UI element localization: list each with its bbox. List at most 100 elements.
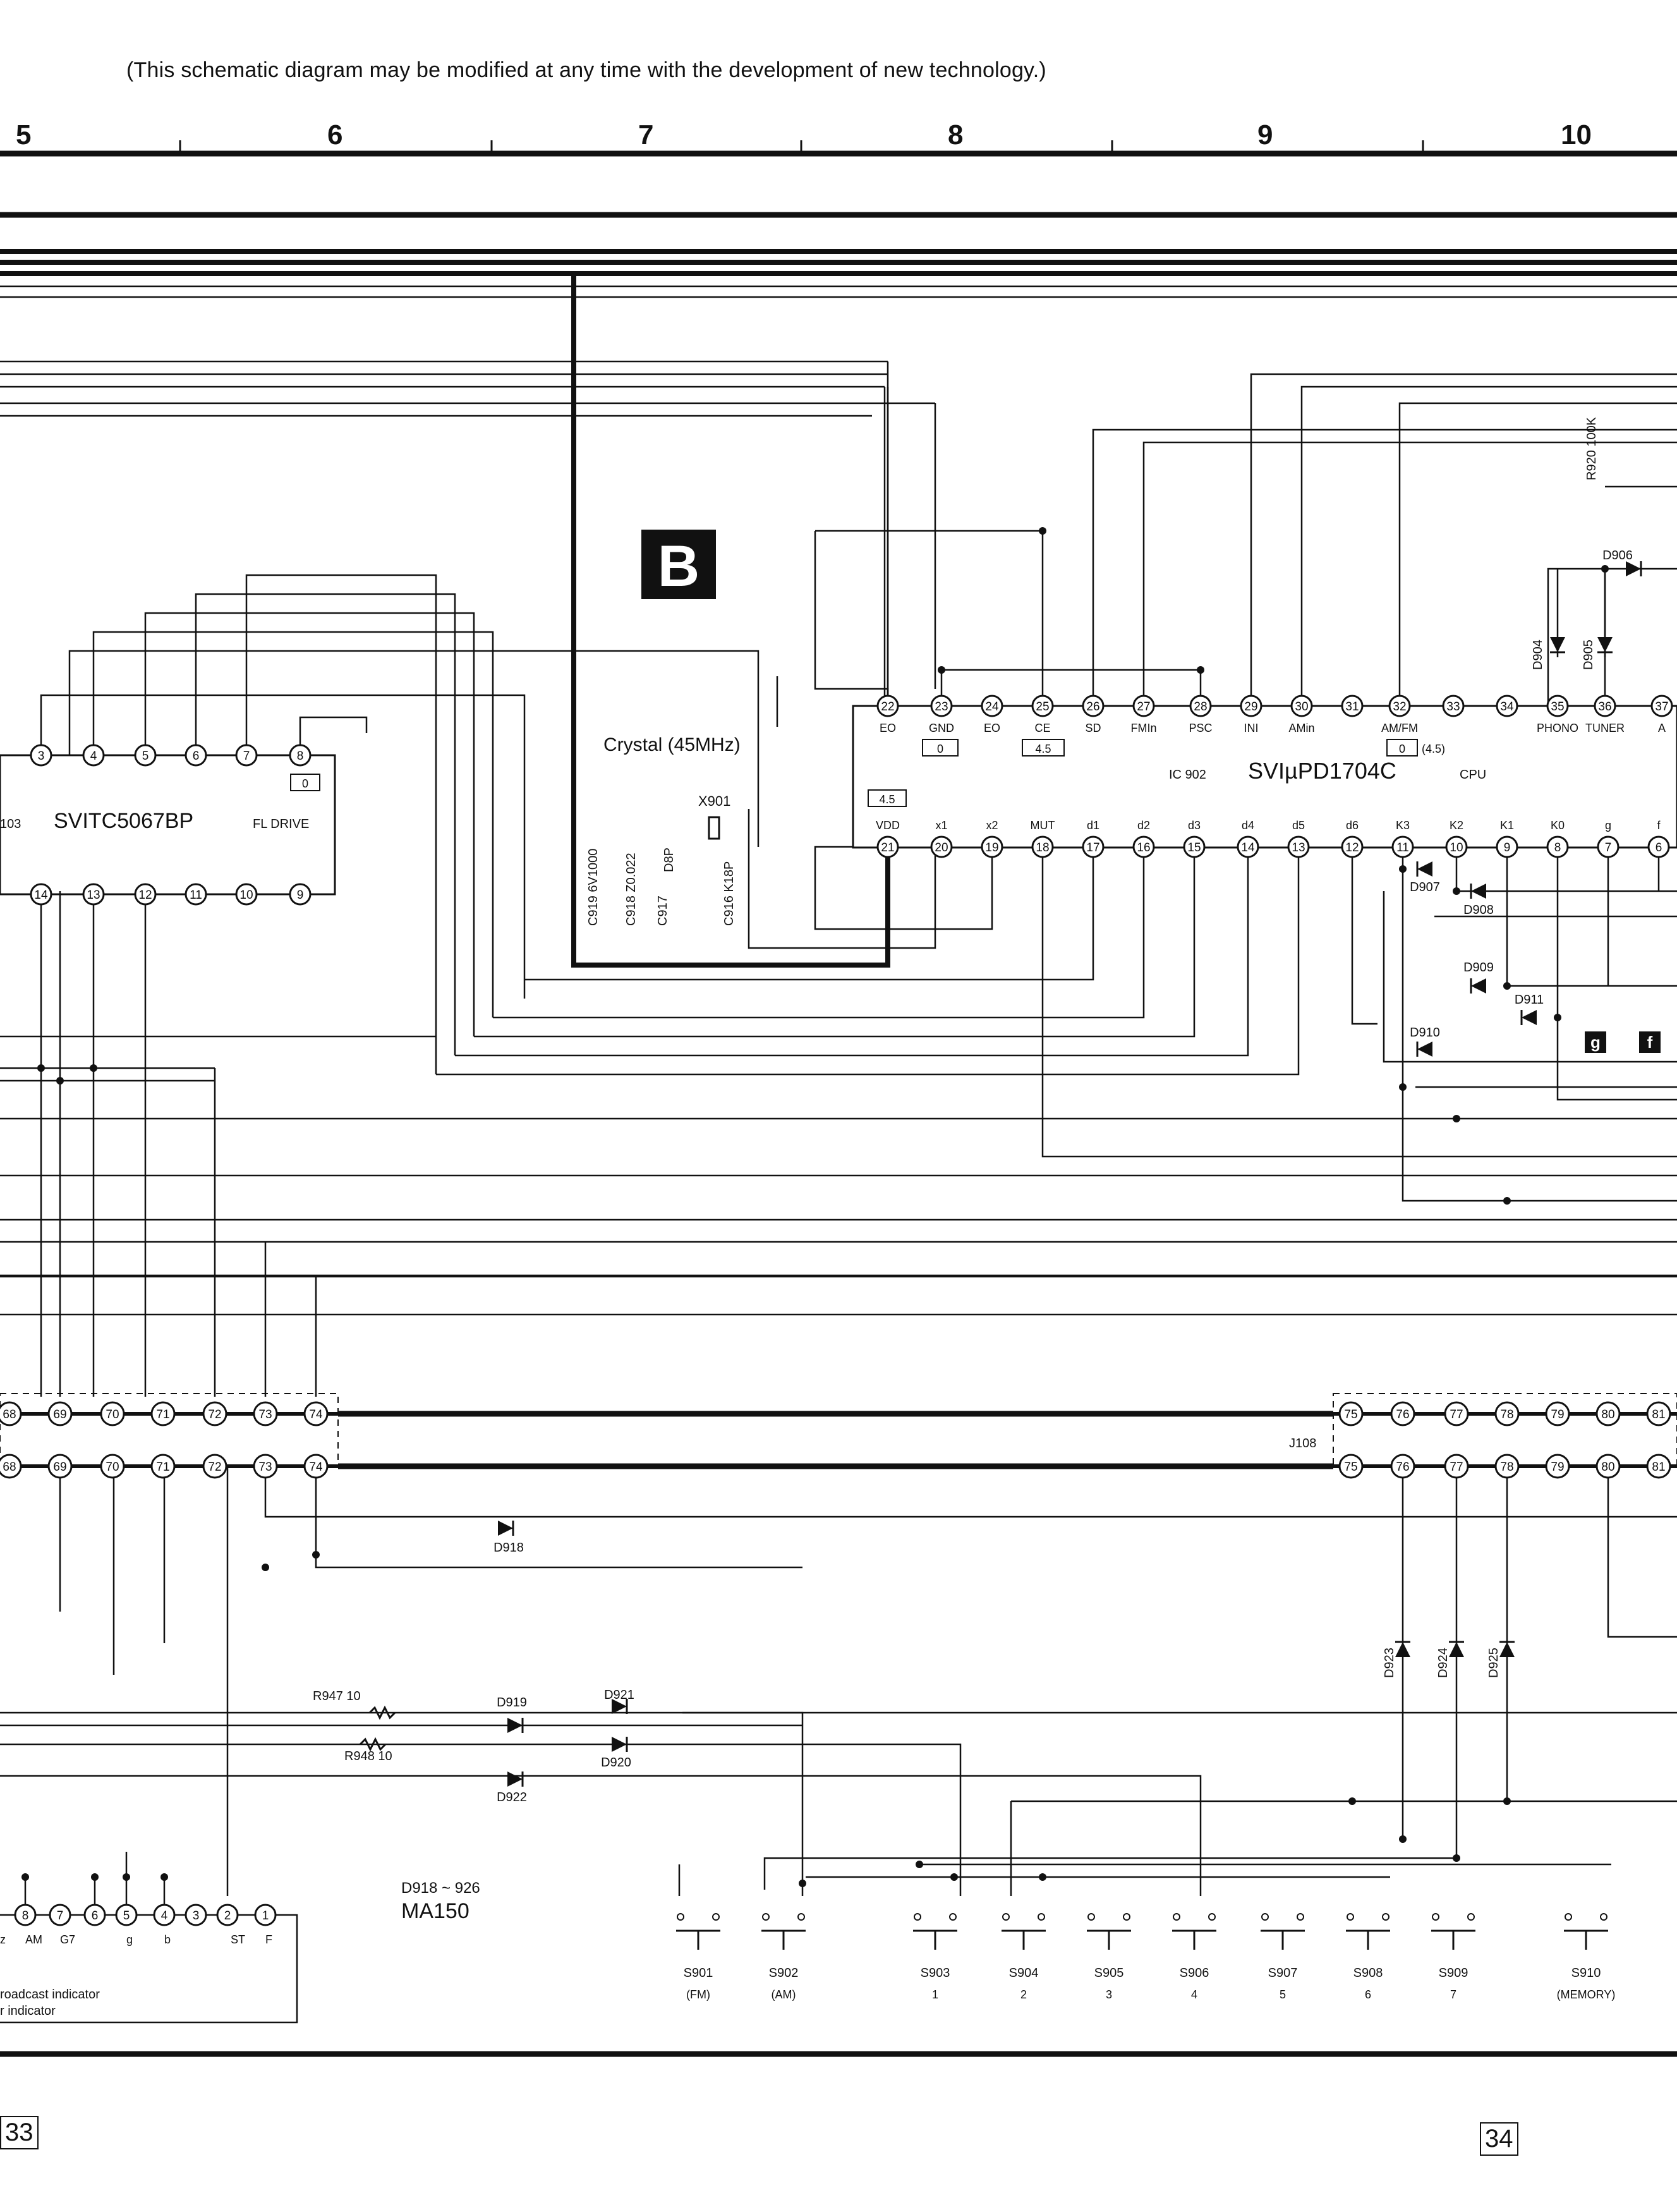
page-number-right: 34 (1480, 2122, 1518, 2156)
marker-f: f (1647, 1033, 1653, 1052)
junction-dot-22 (1453, 1854, 1460, 1862)
cpu-top-pin-23 (930, 695, 953, 717)
cpu-bottom-pin-11 (1391, 836, 1414, 858)
cpu-function: CPU (1460, 768, 1486, 782)
junction-dot-6 (1503, 982, 1511, 990)
bottom-pin-6 (83, 1904, 106, 1926)
connector-right-bottom-pin-78-number: 78 (1500, 1461, 1513, 1474)
switch-S908-contact-b (1382, 1913, 1389, 1921)
connector-right-top-pin-81-number: 81 (1652, 1408, 1665, 1421)
cpu-bottom-label-18: MUT (1031, 819, 1055, 832)
grid-number-7: 7 (638, 119, 653, 150)
fl-driver-voltage: 0 (302, 777, 308, 790)
connector-left-bottom-pin-68-number: 68 (3, 1461, 16, 1474)
d910-label: D910 (1410, 1026, 1440, 1040)
section-b-box (641, 530, 716, 599)
switch-S909-contact-a (1432, 1913, 1439, 1921)
switch-S904-contact-a (1002, 1913, 1010, 1921)
cpu-bottom-pin-18-number: 18 (1036, 841, 1049, 854)
fl-driver-bottom-pin-9-number: 9 (297, 889, 304, 902)
cpu-part: SVIµPD1704C (1248, 758, 1396, 784)
cpu-top-pin-26 (1082, 695, 1105, 717)
switch-S901-ref: S901 (684, 1966, 713, 1980)
fl-driver-part: SVITC5067BP (54, 809, 193, 833)
junction-dot-4 (1399, 865, 1407, 873)
marker-g-box (1585, 1031, 1606, 1053)
cpu-bottom-pin-9-number: 9 (1504, 841, 1511, 854)
cpu-top-label-24: EO (984, 722, 1000, 734)
junction-dot-18 (950, 1873, 958, 1881)
cpu-bottom-pin-13 (1287, 836, 1310, 858)
switch-S909-contact-b (1467, 1913, 1475, 1921)
junction-dot-8 (1399, 1083, 1407, 1091)
junction-dot-26 (123, 1873, 130, 1881)
bottom-pin-4 (153, 1904, 176, 1926)
connector-left-top-pin-74 (303, 1401, 329, 1426)
cpu-bottom-pin-8-number: 8 (1554, 841, 1561, 854)
d922-symbol (507, 1771, 523, 1787)
section-b-label: B (658, 534, 699, 599)
c917-label: C917 (656, 896, 670, 926)
cpu-top-pin-27-number: 27 (1137, 700, 1150, 714)
switch-S901-label: (FM) (686, 1988, 710, 2001)
cpu-bottom-pin-20-number: 20 (935, 841, 948, 854)
d904-symbol (1550, 637, 1565, 652)
switch-S905-ref: S905 (1094, 1966, 1124, 1980)
r920-label: R920 100K (1585, 416, 1599, 480)
switch-S910-ref: S910 (1571, 1966, 1601, 1980)
crystal-symbol (708, 816, 720, 840)
c919-label: C919 6V1000 (586, 849, 600, 926)
junction-dot-23 (1503, 1797, 1511, 1805)
connector-right-bottom-pin-80-number: 80 (1601, 1461, 1614, 1474)
d907-symbol (1417, 861, 1432, 877)
cpu-bottom-pin-11-number: 11 (1396, 841, 1409, 854)
cpu-bottom-label-19: x2 (986, 819, 998, 832)
marker-g: g (1590, 1033, 1601, 1052)
connector-right-top-pin-75-number: 75 (1344, 1408, 1357, 1421)
fl-driver-voltage-box (290, 774, 320, 791)
cpu-top-label-28: PSC (1189, 722, 1212, 734)
connector-right-bottom-pin-75-number: 75 (1344, 1461, 1357, 1474)
x901-label: X901 (698, 793, 730, 809)
d924-symbol (1449, 1642, 1464, 1657)
diode-series-part: MA150 (401, 1899, 469, 1923)
cpu-top-pin-27 (1132, 695, 1155, 717)
cpu-bottom-pin-17 (1082, 836, 1105, 858)
switch-S910-label: (MEMORY) (1557, 1988, 1616, 2001)
bottom-label-3: g (126, 1933, 133, 1946)
connector-left-top-pin-73-number: 73 (258, 1408, 272, 1421)
bottom-label-4: b (164, 1933, 171, 1946)
cpu-top-pin-32 (1388, 695, 1411, 717)
cpu-bottom-pin-8 (1546, 836, 1569, 858)
junction-dot-12 (312, 1551, 320, 1559)
cpu-gnd-voltage-box (922, 739, 959, 757)
fl-driver-top-pin-4 (82, 744, 105, 767)
r948-symbol (359, 1737, 387, 1752)
connector-left-bottom-pin-70-number: 70 (106, 1461, 119, 1474)
junction-dot-14 (56, 1077, 64, 1085)
fl-driver-top-pin-7 (235, 744, 258, 767)
fl-driver-bottom-pin-12 (134, 883, 157, 906)
connector-right-bottom-pin-79 (1545, 1454, 1570, 1479)
junction-dot-20 (1348, 1797, 1356, 1805)
cpu-bottom-pin-9 (1496, 836, 1518, 858)
junction-dot-3 (1601, 565, 1609, 573)
connector-right-bottom-pin-76-number: 76 (1396, 1461, 1409, 1474)
switch-S903-ref: S903 (921, 1966, 950, 1980)
d923-label: D923 (1383, 1648, 1396, 1678)
switch-S902-contact-b (797, 1913, 805, 1921)
cpu-amfm-voltage: 0 (1399, 743, 1405, 755)
junction-dot-13 (37, 1064, 45, 1072)
cpu-bottom-pin-7-number: 7 (1605, 841, 1612, 854)
fl-driver-top-pin-6 (185, 744, 207, 767)
grid-number-6: 6 (327, 119, 342, 150)
cpu-top-pin-24-number: 24 (985, 700, 999, 714)
cpu-top-pin-30-number: 30 (1295, 700, 1308, 714)
bottom-pin-6-number: 6 (92, 1909, 99, 1923)
d906-symbol (1626, 561, 1641, 576)
d925-label: D925 (1487, 1648, 1501, 1678)
connector-left-top-pin-68 (0, 1401, 22, 1426)
connector-left-top-pin-71-number: 71 (156, 1408, 169, 1421)
connector-left-top-pin-70-number: 70 (106, 1408, 119, 1421)
cpu-bottom-pin-18 (1031, 836, 1054, 858)
